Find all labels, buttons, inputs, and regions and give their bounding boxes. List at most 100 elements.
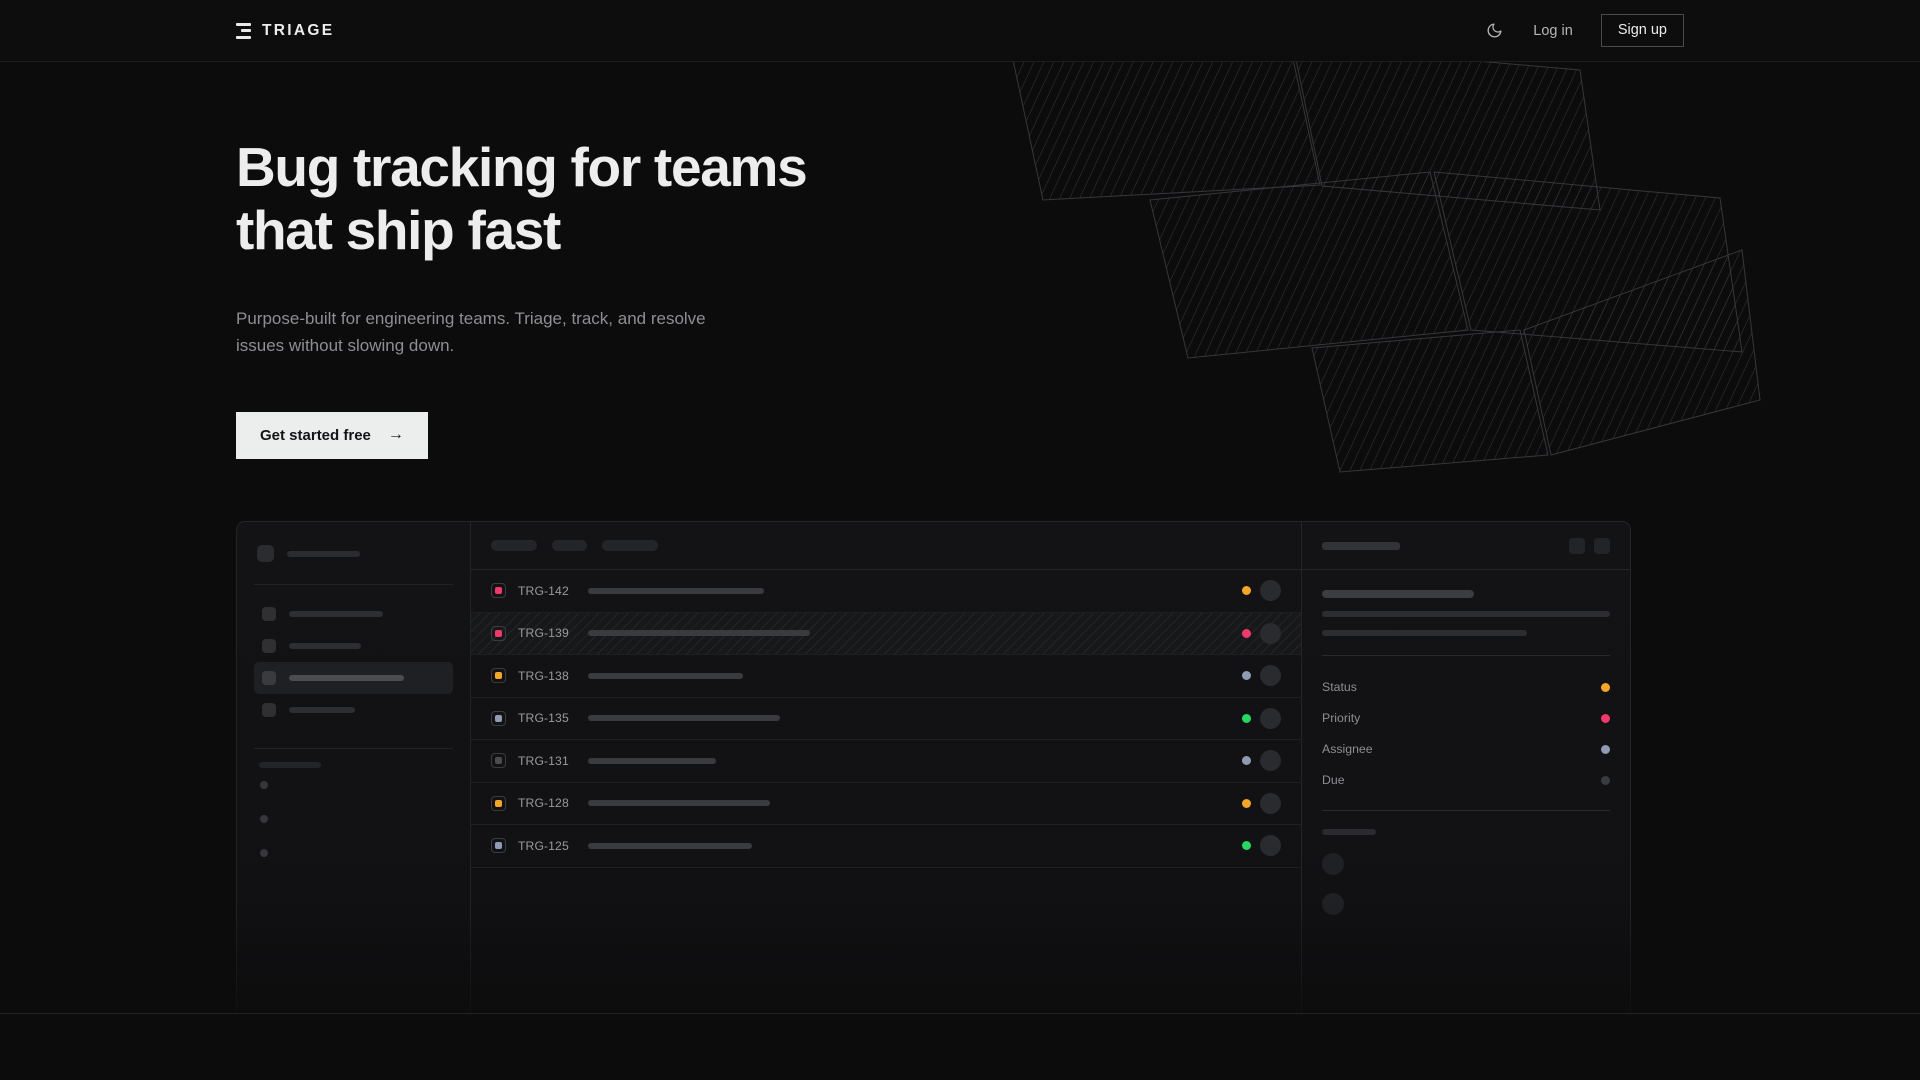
avatar: [1260, 792, 1281, 814]
sidebar-workspace[interactable]: [254, 538, 453, 562]
table-row[interactable]: TRG-138: [471, 655, 1301, 698]
avatar: [1260, 835, 1281, 857]
sidebar-item-label-placeholder: [289, 707, 355, 713]
table-row[interactable]: TRG-128: [471, 783, 1301, 825]
sidebar-item-4[interactable]: [254, 694, 453, 726]
field-label: Priority: [1322, 711, 1361, 725]
sidebar-nav-list: [254, 598, 453, 726]
detail-activity-caption: [1322, 829, 1376, 835]
sidebar-divider-top: [254, 584, 453, 585]
sidebar-item-3[interactable]: [254, 662, 453, 694]
sidebar-item-1[interactable]: [254, 598, 453, 630]
detail-field-assignee[interactable]: Assignee: [1322, 734, 1610, 765]
filter-chip[interactable]: [552, 540, 587, 551]
detail-field-priority[interactable]: Priority: [1322, 703, 1610, 734]
nav-actions: Log in Sign up: [1483, 13, 1684, 48]
detail-issue-title-placeholder: [1322, 590, 1474, 598]
row-meta: [1242, 835, 1281, 857]
sidebar-section-caption: [259, 762, 321, 768]
issue-id: TRG-139: [518, 626, 569, 641]
sidebar-project-item[interactable]: [254, 836, 453, 870]
sidebar-item-icon: [262, 607, 276, 621]
sidebar-item-label-placeholder: [289, 643, 361, 649]
field-value-dot: [1601, 775, 1610, 785]
field-label: Assignee: [1322, 742, 1373, 756]
project-dot-icon: [260, 815, 268, 823]
row-meta: [1242, 580, 1281, 602]
avatar: [1260, 707, 1281, 729]
filter-chip[interactable]: [491, 540, 537, 551]
cta-label: Get started free: [260, 426, 371, 444]
sidebar-item-label-placeholder: [289, 611, 383, 617]
avatar: [1260, 580, 1281, 602]
detail-action-button[interactable]: [1569, 537, 1585, 554]
issue-title-placeholder: [588, 842, 752, 849]
filter-chip[interactable]: [602, 540, 658, 551]
field-label: Status: [1322, 680, 1357, 694]
issue-title-placeholder: [588, 800, 770, 807]
sidebar-project-item[interactable]: [254, 802, 453, 836]
issue-id: TRG-142: [518, 583, 569, 598]
detail-description-line: [1322, 630, 1527, 636]
table-row[interactable]: TRG-139: [471, 612, 1301, 655]
row-meta: [1242, 750, 1281, 772]
table-row[interactable]: TRG-131: [471, 740, 1301, 783]
status-badge: [491, 710, 506, 726]
field-value-dot: [1601, 682, 1610, 692]
issue-title-placeholder: [588, 672, 743, 679]
arrow-right-icon: →: [387, 426, 404, 444]
brand[interactable]: TRIAGE: [236, 22, 334, 40]
brand-name: TRIAGE: [262, 21, 335, 39]
issue-id: TRG-135: [518, 711, 569, 726]
moon-icon[interactable]: [1483, 20, 1505, 42]
issue-title-placeholder: [588, 630, 810, 637]
table-row[interactable]: TRG-142: [471, 570, 1301, 613]
detail-field-due[interactable]: Due: [1322, 765, 1610, 796]
headline-line-2: that ship fast: [236, 199, 561, 262]
login-link[interactable]: Log in: [1533, 22, 1573, 39]
avatar: [1260, 622, 1281, 644]
signup-button[interactable]: Sign up: [1600, 13, 1684, 48]
get-started-button[interactable]: Get started free →: [236, 411, 428, 459]
headline-line-1: Bug tracking for teams: [236, 136, 808, 198]
workspace-name-placeholder: [287, 550, 360, 557]
avatar: [1260, 665, 1281, 687]
issue-title-placeholder: [588, 587, 764, 594]
sidebar-divider-bottom: [254, 748, 453, 749]
detail-activity-divider: [1322, 810, 1610, 811]
issue-id: TRG-125: [518, 838, 569, 853]
workspace-avatar-placeholder: [257, 545, 274, 562]
status-badge: [491, 668, 506, 684]
avatar: [1260, 750, 1281, 772]
detail-description-line: [1322, 611, 1610, 617]
activity-avatar-placeholder: [1322, 893, 1344, 915]
issue-id: TRG-128: [518, 796, 569, 811]
top-navbar: TRIAGE Log in Sign up: [0, 0, 1920, 62]
mockup-sidebar: [237, 522, 471, 1013]
sidebar-item-label-placeholder: [289, 675, 404, 681]
detail-action-button[interactable]: [1594, 537, 1610, 554]
issue-id: TRG-138: [518, 668, 569, 683]
row-meta: [1242, 622, 1281, 644]
sidebar-project-item[interactable]: [254, 768, 453, 802]
issue-id: TRG-131: [518, 753, 569, 768]
sidebar-item-icon: [262, 703, 276, 717]
hero-subhead: Purpose-built for engineering teams. Tri…: [236, 308, 706, 356]
priority-dot-icon: [1242, 671, 1251, 681]
table-row[interactable]: TRG-135: [471, 698, 1301, 740]
priority-dot-icon: [1242, 798, 1251, 808]
detail-field-status[interactable]: Status: [1322, 672, 1610, 703]
issue-title-placeholder: [588, 715, 780, 722]
priority-dot-icon: [1242, 628, 1251, 638]
table-row[interactable]: TRG-125: [471, 825, 1301, 868]
issue-title-placeholder: [588, 757, 716, 764]
status-badge: [491, 583, 506, 599]
list-toolbar: [471, 522, 1301, 570]
sidebar-item-2[interactable]: [254, 630, 453, 662]
priority-dot-icon: [1242, 756, 1251, 766]
priority-dot-icon: [1242, 713, 1251, 723]
